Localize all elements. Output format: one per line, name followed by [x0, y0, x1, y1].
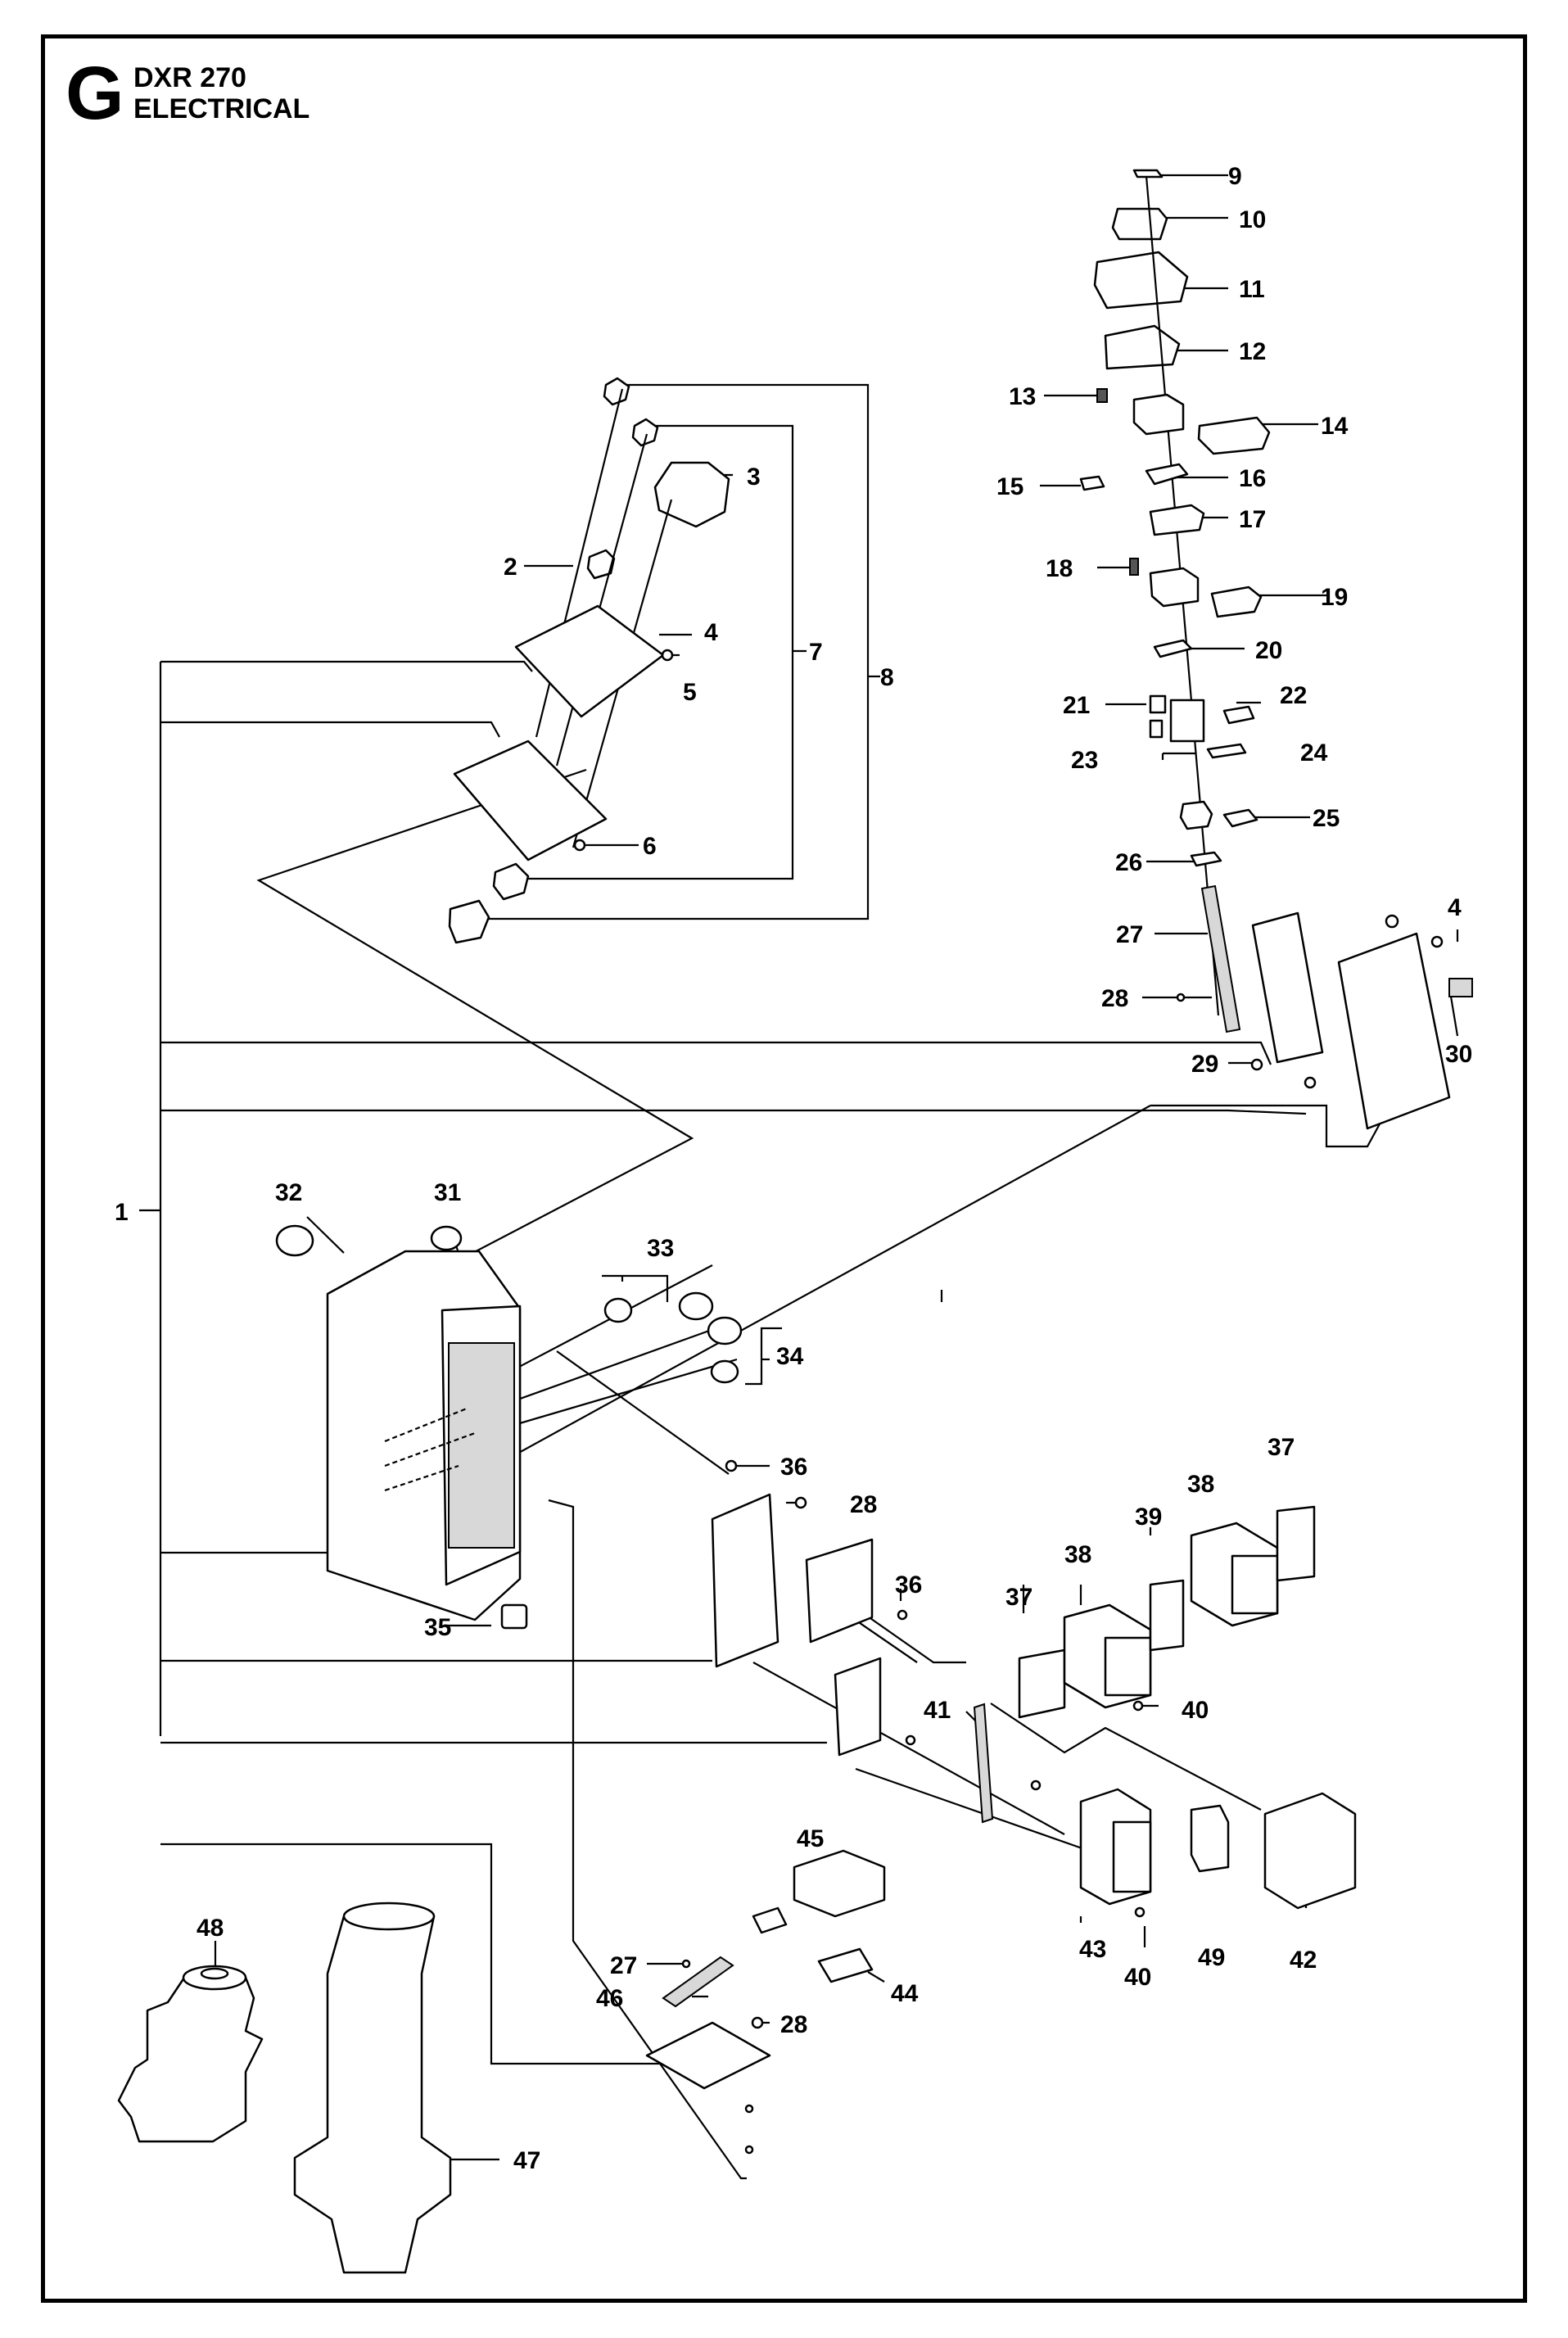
part-label: 46	[596, 1985, 623, 2012]
part-label: 25	[1313, 805, 1340, 832]
part-label: 28	[780, 2011, 807, 2038]
part-labels: 1 2 3 4 5 6 7 8 9 10 11 12 13 14 15 16 1…	[115, 163, 1472, 2174]
part-label: 10	[1239, 206, 1266, 233]
section-letter: G	[66, 52, 124, 135]
part-label: 49	[1198, 1944, 1225, 1971]
part-label: 18	[1046, 555, 1073, 582]
part-label: 3	[747, 464, 761, 491]
leader-lines	[139, 174, 1459, 2180]
part-label: 27	[1116, 921, 1143, 948]
part-label: 30	[1445, 1041, 1472, 1068]
parts-drawings	[117, 169, 1473, 2274]
part-label: 40	[1182, 1697, 1209, 1724]
part-label: 6	[643, 833, 657, 860]
part-label: 2	[504, 554, 517, 581]
part-label: 4	[1448, 894, 1462, 921]
model-title: DXR 270	[133, 62, 246, 93]
part-label: 43	[1079, 1936, 1106, 1963]
part-label: 21	[1063, 692, 1090, 719]
part-label: 9	[1228, 163, 1242, 190]
part-label: 8	[880, 664, 894, 691]
part-label: 13	[1009, 383, 1036, 410]
part-label: 15	[996, 473, 1023, 500]
part-label: 17	[1239, 506, 1266, 533]
part-label: 36	[895, 1571, 922, 1599]
part-label: 38	[1187, 1471, 1214, 1498]
part-label: 28	[1101, 985, 1128, 1012]
part-label: 12	[1239, 338, 1266, 365]
part-label: 37	[1268, 1434, 1295, 1461]
part-label: 48	[197, 1915, 224, 1942]
part-label: 29	[1191, 1051, 1218, 1078]
part-label: 24	[1300, 739, 1328, 767]
part-label: 19	[1321, 584, 1348, 611]
part-label: 4	[704, 619, 718, 646]
part-label: 27	[610, 1952, 637, 1979]
part-label: 31	[434, 1179, 461, 1206]
part-label: 26	[1115, 849, 1142, 876]
part-label: 23	[1071, 747, 1098, 774]
part-label: 38	[1064, 1541, 1091, 1568]
part-label: 44	[891, 1980, 919, 2007]
part-label: 39	[1135, 1504, 1162, 1531]
part-label: 42	[1290, 1947, 1317, 1974]
part-label: 1	[115, 1199, 129, 1226]
part-label: 37	[1005, 1584, 1033, 1611]
part-label: 22	[1280, 682, 1307, 709]
part-label: 45	[797, 1825, 824, 1852]
part-label: 28	[850, 1491, 877, 1518]
part-label: 47	[513, 2147, 540, 2174]
part-label: 34	[776, 1343, 804, 1370]
part-label: 16	[1239, 465, 1266, 492]
part-label: 35	[424, 1614, 451, 1641]
part-label: 40	[1124, 1964, 1151, 1991]
diagram-frame	[41, 34, 1527, 2303]
part-label: 41	[924, 1697, 951, 1724]
part-label: 14	[1321, 413, 1349, 440]
part-label: 32	[275, 1179, 302, 1206]
part-label: 36	[780, 1454, 807, 1481]
part-label: 11	[1239, 276, 1265, 303]
part-label: 7	[809, 639, 823, 666]
part-label: 20	[1255, 637, 1282, 664]
part-label: 33	[647, 1235, 674, 1262]
section-title: ELECTRICAL	[133, 93, 310, 124]
part-label: 5	[683, 679, 697, 706]
